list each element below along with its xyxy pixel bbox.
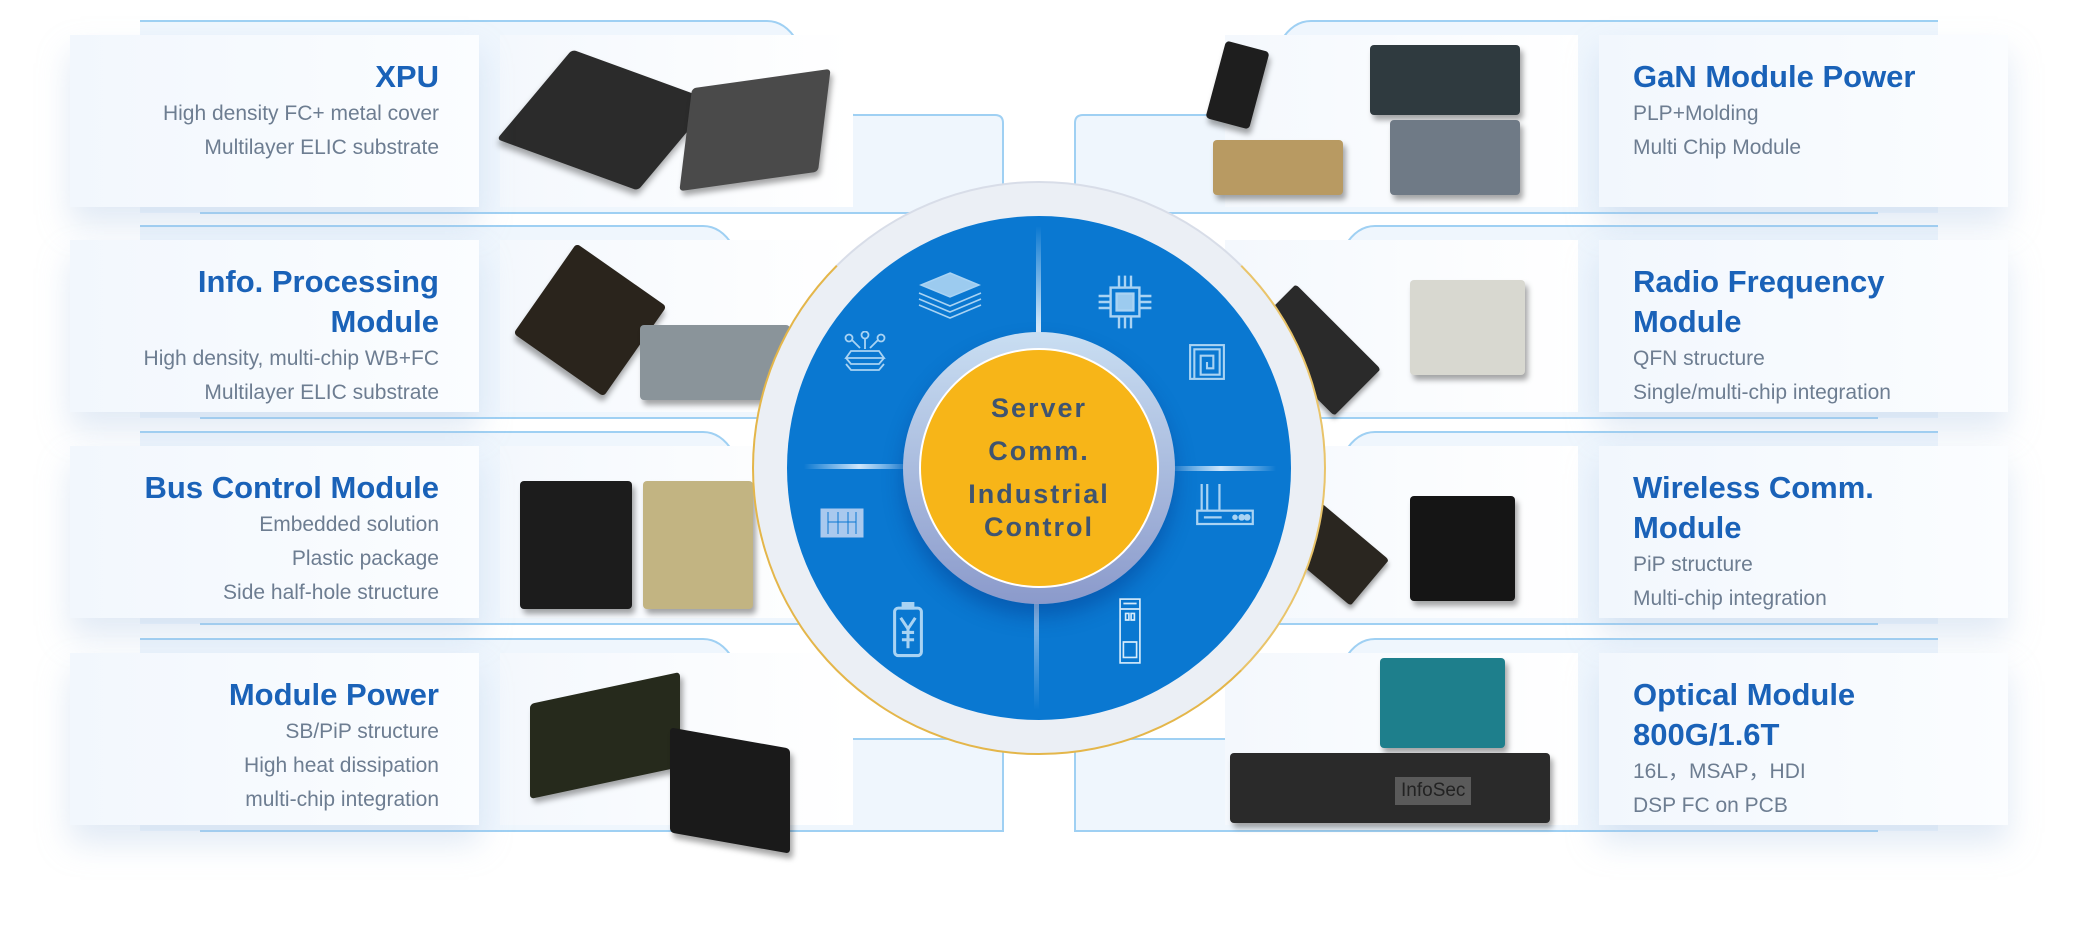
card-optical-module-800g-1-6t: Optical Module 800G/1.6T 16L，MSAP，HDI DSP F…	[1599, 653, 2008, 825]
card-title: Optical Module	[1633, 677, 1856, 712]
chip-package-image	[1410, 496, 1515, 601]
card-description: High heat dissipation	[244, 754, 439, 777]
hub-label-industrial: Industrial	[968, 479, 1110, 509]
card-description: Multilayer ELIC substrate	[204, 136, 439, 159]
card-description: QFN structure	[1633, 347, 1765, 370]
router-icon	[1196, 484, 1254, 526]
chip-package-image	[520, 481, 632, 609]
card-title: Module Power	[228, 677, 439, 712]
application-hub: Server Comm. Industrial Control	[919, 348, 1159, 588]
card-description: 16L，MSAP，HDI	[1633, 760, 1806, 783]
chip-package-image	[1230, 753, 1550, 823]
chip-package-image	[1213, 140, 1343, 195]
card-description: PiP structure	[1633, 553, 1753, 576]
chip-package-image	[1410, 280, 1525, 375]
chip-package-image	[530, 672, 680, 799]
card-description: Multi Chip Module	[1633, 136, 1802, 159]
chip-package-image	[1370, 45, 1520, 115]
product-image-xpu	[496, 35, 853, 207]
nfc-icon	[1189, 344, 1225, 380]
card-description: High density FC+ metal cover	[162, 102, 439, 125]
product-image-module-power	[500, 653, 853, 854]
battery-yen-icon	[893, 602, 923, 658]
card-title: Module	[330, 304, 440, 339]
hub-label-control: Control	[984, 512, 1094, 542]
card-title: 800G/1.6T	[1633, 717, 1780, 752]
card-description: Multilayer ELIC substrate	[204, 381, 439, 404]
chip-package-image	[1390, 120, 1520, 195]
circuit-stack-icon	[844, 331, 886, 371]
card-title: Module	[1633, 510, 1742, 545]
card-description: DSP FC on PCB	[1633, 794, 1788, 817]
card-description: Side half-hole structure	[223, 581, 439, 604]
card-title: Bus Control Module	[144, 470, 439, 505]
card-title: XPU	[375, 59, 439, 94]
card-description: Multi-chip integration	[1633, 587, 1827, 610]
wheel-divider-right	[1166, 466, 1276, 471]
card-description: PLP+Molding	[1633, 102, 1759, 125]
card-title: Wireless Comm.	[1633, 470, 1874, 505]
card-description: Plastic package	[291, 547, 439, 570]
card-description: multi-chip integration	[245, 788, 439, 811]
wheel-divider-bottom	[1034, 600, 1039, 710]
chip-package-image	[679, 68, 831, 192]
card-title: Module	[1633, 304, 1742, 339]
chip-package-image	[643, 481, 753, 609]
control-panel-icon	[820, 508, 864, 538]
card-title: Info. Processing	[197, 264, 439, 299]
wheel-divider-top	[1036, 226, 1041, 336]
wheel-divider-left	[804, 464, 914, 469]
card-description: High density, multi-chip WB+FC	[143, 347, 439, 370]
chip-package-image	[1380, 658, 1505, 748]
card-description: SB/PiP structure	[285, 720, 439, 743]
card-description: Embedded solution	[259, 513, 439, 536]
layers-icon	[918, 272, 982, 319]
card-description: Single/multi-chip integration	[1633, 381, 1891, 404]
chip-package-image	[670, 727, 790, 854]
chip-package-image	[496, 49, 714, 191]
card-title: Radio Frequency	[1633, 264, 1885, 299]
hub-label-comm: Comm.	[988, 436, 1090, 466]
chip-icon	[1098, 275, 1152, 329]
product-image-gan-module-power	[1205, 35, 1578, 207]
infosec-chip-label: InfoSec	[1395, 777, 1472, 805]
optical-transceiver-icon	[1119, 598, 1141, 664]
hub-label-server: Server	[990, 393, 1088, 423]
card-title: GaN Module Power	[1633, 59, 1916, 94]
